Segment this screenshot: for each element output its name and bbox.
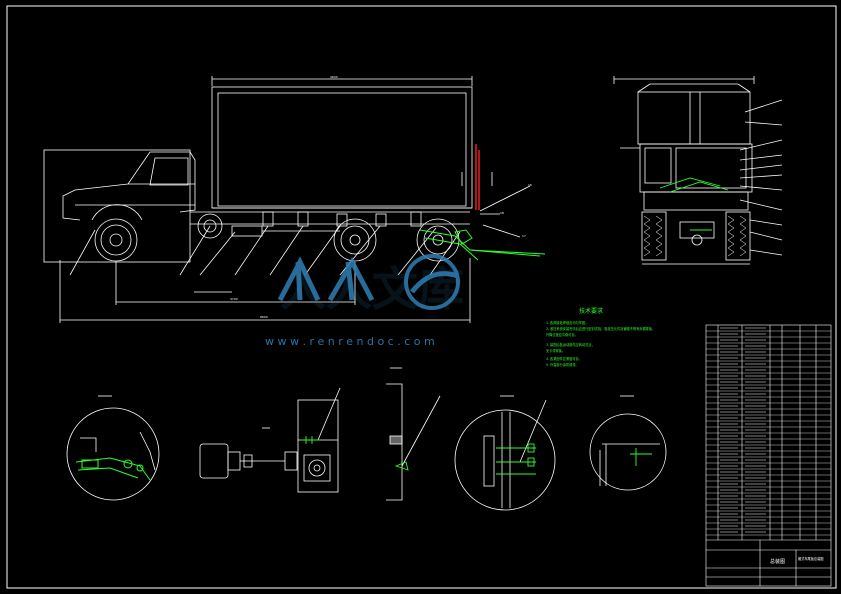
svg-text:16: 16 (528, 183, 532, 187)
svg-text:18: 18 (500, 211, 504, 215)
tail-lift-side (419, 229, 546, 261)
detail-view-1-lift (75, 457, 151, 481)
detail-view-2-bolts (300, 436, 320, 444)
tech-note-line: 升降过程应平稳可靠。 (546, 332, 578, 337)
tech-note-line: 5. 外露部分涂防锈漆。 (546, 362, 579, 367)
tech-note-line: 2. 液压系统安装完毕后应进行密封试验，各液压元件及管路不得有渗漏现象， (546, 326, 655, 331)
rear-door-highlight (475, 144, 480, 210)
detail-view-3-mark (394, 461, 409, 471)
detail-view-1 (66, 395, 160, 501)
rear-view-tire-tread (643, 215, 747, 257)
detail-view-3-section (386, 367, 441, 501)
side-view-callouts: 4600 8600 4700 18 17 16 (230, 75, 532, 319)
detail-view-5 (589, 395, 667, 491)
detail-view-2-motor (199, 387, 341, 493)
drawing-name: 总装图 (770, 558, 785, 565)
tech-note-line: 3. 装配后各运动部件应转动灵活， (546, 342, 595, 347)
detail-view-5-mark (630, 448, 652, 466)
technical-requirements: 技术要求 1. 各焊接处焊缝应均匀牢固。 2. 液压系统安装完毕后应进行密封试验… (546, 307, 655, 367)
tech-note-line: 1. 各焊接处焊缝应均匀牢固。 (546, 320, 588, 325)
parts-list-rows (706, 330, 831, 536)
svg-text:17: 17 (522, 234, 526, 238)
svg-text:4600: 4600 (330, 75, 338, 79)
parts-list-entries (720, 327, 766, 533)
tech-note-line: 4. 各紧固件应紧固可靠。 (546, 356, 582, 361)
renrendoc-watermark: 人人文库 w w w . r e n r e n d o c . c o m (265, 254, 464, 348)
detail-view-4-bolts (496, 443, 536, 475)
truck-side-view (43, 76, 531, 323)
watermark-chinese: 人人文库 (280, 262, 464, 316)
truck-rear-view (613, 76, 783, 265)
rear-view-lift (659, 177, 729, 231)
watermark-logo (277, 254, 460, 310)
product-name: 厢式车尾板总装图 (798, 556, 824, 561)
svg-text:4700: 4700 (230, 297, 238, 301)
tech-note-line: 无卡滞现象。 (546, 348, 565, 353)
drawing-border (6, 5, 837, 589)
detail-view-4 (454, 395, 556, 511)
svg-text:8600: 8600 (260, 315, 268, 319)
watermark-url: w w w . r e n r e n d o c . c o m (265, 335, 435, 348)
tech-notes-title: 技术要求 (579, 307, 603, 315)
